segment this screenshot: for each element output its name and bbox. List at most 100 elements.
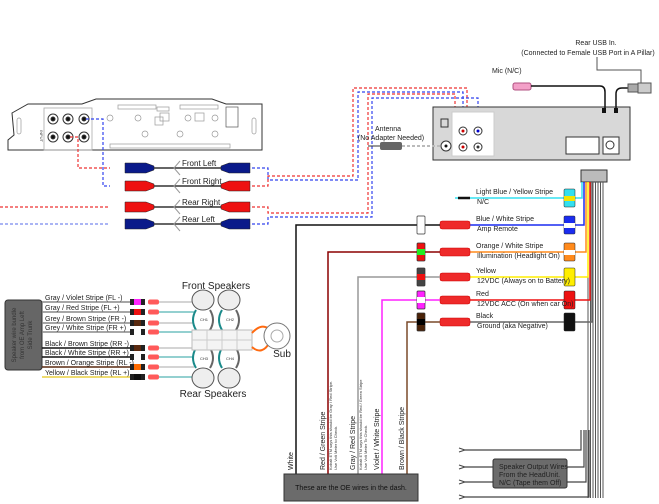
sub-label: Sub: [273, 349, 291, 360]
hu-speaker-wire-end: [458, 464, 466, 470]
oe-connector: [416, 215, 426, 235]
oe-wire: [295, 224, 440, 474]
butt-connector: [148, 364, 159, 370]
rca-dashed-wires: [0, 87, 479, 225]
hu-speaker-wire: [465, 430, 590, 498]
oe-wires-box: [283, 473, 419, 502]
harness-wire-label: Blue / White Stripe: [476, 216, 534, 223]
rca-break-mark: [173, 216, 181, 232]
harness-wire-desc: Illumination (Headlight On): [477, 253, 560, 260]
harness-connector: [563, 312, 576, 332]
usb-plug: [596, 57, 652, 108]
harness-connector-stripe: [564, 223, 575, 228]
speaker-connector-band: [134, 309, 141, 315]
oe-connector-stripe: [417, 297, 425, 303]
rca-plug: [220, 218, 251, 230]
front-speakers-label: Front Speakers: [182, 281, 250, 292]
speaker-connector-band: [134, 329, 141, 335]
channel-label-4: CH4: [226, 356, 235, 361]
harness-plug: [580, 169, 608, 498]
speaker-bundle-text-2: from OE Amp Left: [20, 311, 26, 359]
hu-speaker-wire-end: [458, 494, 466, 500]
amplifier: INPUT: [7, 98, 263, 151]
harness-connector-stripe: [564, 196, 575, 201]
rca-plug: [220, 201, 251, 213]
butt-connector: [148, 354, 159, 360]
harness-wire-label: Light Blue / Yellow Stripe: [476, 189, 553, 196]
rca-cables: [124, 160, 251, 232]
butt-connector: [439, 317, 471, 327]
harness-wire-label: Yellow: [476, 268, 497, 275]
rca-break-mark: [173, 178, 181, 194]
headunit-speaker-text-2: From the HeadUnit.: [499, 472, 560, 479]
headunit-speaker-box: [492, 458, 568, 489]
antenna-cable: [368, 142, 441, 150]
antenna-label: Antenna: [375, 126, 401, 133]
harness-wire: [470, 182, 585, 226]
speaker-wire-label: Grey / Brown Stripe (FR -): [45, 316, 126, 323]
speaker-connector-band: [134, 320, 141, 326]
mic-plug: [512, 82, 606, 108]
usb-note: (Connected to Female USB Port in A Pilla…: [521, 50, 654, 57]
oe-wire: [406, 321, 440, 474]
mic-label: Mic (N/C): [492, 68, 522, 75]
butt-connector: [439, 272, 471, 282]
rca-front-left-label: Front Left: [182, 159, 217, 168]
front-speaker-left: [191, 289, 215, 311]
rca-plug: [124, 180, 155, 192]
rca-plug: [124, 201, 155, 213]
harness-wire-desc: N/C: [477, 199, 489, 206]
hu-speaker-wire-end: [458, 447, 466, 453]
oe-wire-label: Red / Green Stripe: [320, 412, 327, 470]
hu-speaker-wire-end: [458, 479, 466, 485]
channel-label-1: CH1: [200, 317, 209, 322]
oe-wire: [357, 276, 440, 474]
usb-label: Rear USB In.: [575, 40, 616, 47]
channel-label-2: CH2: [226, 317, 235, 322]
harness-wire-label: Red: [476, 291, 489, 298]
oe-wire: [327, 251, 440, 474]
hu-speaker-wire: [465, 430, 582, 451]
rca-break-mark: [173, 160, 181, 176]
speaker-wire-label: Brown / Orange Stripe (RL -): [45, 360, 134, 367]
front-speaker-right: [217, 289, 241, 311]
oe-wires-box-text: These are the OE wires in the dash.: [295, 485, 407, 492]
speaker-wire-label: Yellow / Black Stripe (RL +): [45, 370, 130, 377]
rear-speakers-label: Rear Speakers: [180, 389, 247, 400]
rca-plug: [124, 218, 155, 230]
oe-wire-label: Violet / White Stripe: [374, 409, 381, 470]
harness-wire-label: Black: [476, 313, 494, 320]
oe-wire-note: Use Volt Meter to Check.: [333, 426, 338, 470]
oe-wire-note: Use Volt Meter To Check.: [363, 425, 368, 470]
oe-connector-stripe: [417, 249, 425, 255]
antenna-note: (No Adapter Needed): [358, 135, 424, 142]
rca-front-right-label: Front Right: [182, 177, 222, 186]
butt-connector: [439, 295, 471, 305]
oe-wire-label: White: [288, 452, 295, 470]
speaker-wires: Gray / Violet Stripe (FL -)Gray / Red St…: [42, 295, 194, 380]
harness-wire: [470, 182, 593, 323]
harness-connector-stripe: [564, 250, 575, 255]
butt-connector: [148, 374, 159, 380]
speaker-wire-label: Gray / Violet Stripe (FL -): [45, 295, 122, 302]
headunit-speaker-text-3: N/C (Tape them Off): [499, 480, 562, 487]
harness-wire-desc: Ground (aka Negative): [477, 323, 548, 330]
rear-speaker-right: [217, 367, 241, 389]
harness-wire-desc: 12VDC ACC (On when car On): [477, 301, 573, 308]
amp-input-label: INPUT: [39, 130, 44, 143]
harness-wire-desc: 12VDC (Always on to Battery): [477, 278, 570, 285]
oe-connector-stripe: [417, 274, 425, 280]
speaker-wire-label: Black / Brown Stripe (RR -): [45, 341, 129, 348]
amp-rca-jacks: [47, 113, 90, 143]
harness-wire: [470, 182, 591, 301]
speaker-bundle-text-3: Side Trunk: [28, 320, 34, 350]
rear-speaker-left: [191, 367, 215, 389]
speaker-connector-band: [134, 345, 141, 351]
speaker-connector-band: [134, 299, 141, 305]
amp-controls: [16, 104, 257, 149]
speaker-wire-label: Grey / White Stripe (FR +): [45, 325, 126, 332]
speaker-bundle-text-1: Speaker wire bundle: [12, 307, 18, 362]
headunit-speaker-text-1: Speaker Output Wires: [499, 464, 568, 471]
